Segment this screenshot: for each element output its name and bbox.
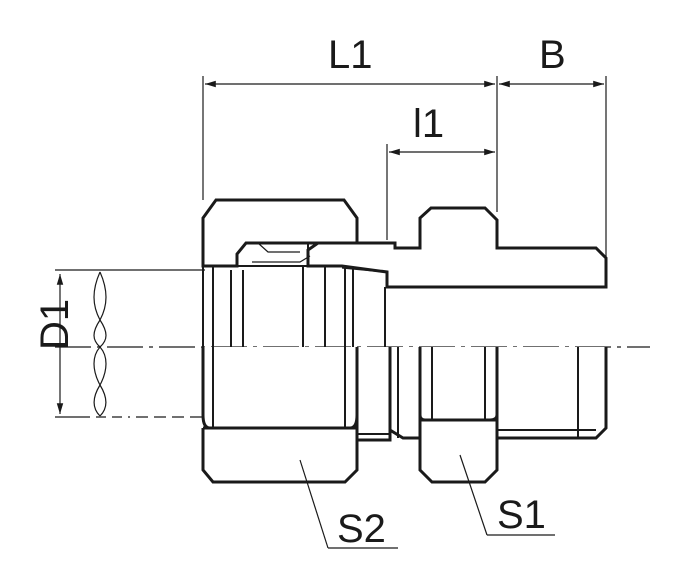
label-b: B [539,33,566,77]
leader-lines [299,454,555,549]
label-s2: S2 [337,507,386,551]
label-d1: D1 [33,299,77,350]
nut-hex-s2 [201,347,359,430]
body-section [306,206,608,289]
pipe-break-symbol [93,271,107,417]
threaded-stud [495,347,608,440]
body-neck [355,347,392,442]
lower-external-view [201,347,608,484]
dimension-lines [55,76,607,418]
label-s1: S1 [497,493,546,537]
label-small-l1: l1 [413,102,444,146]
nut-section [201,198,359,268]
upper-section-view [201,198,608,347]
label-l1: L1 [328,33,373,77]
